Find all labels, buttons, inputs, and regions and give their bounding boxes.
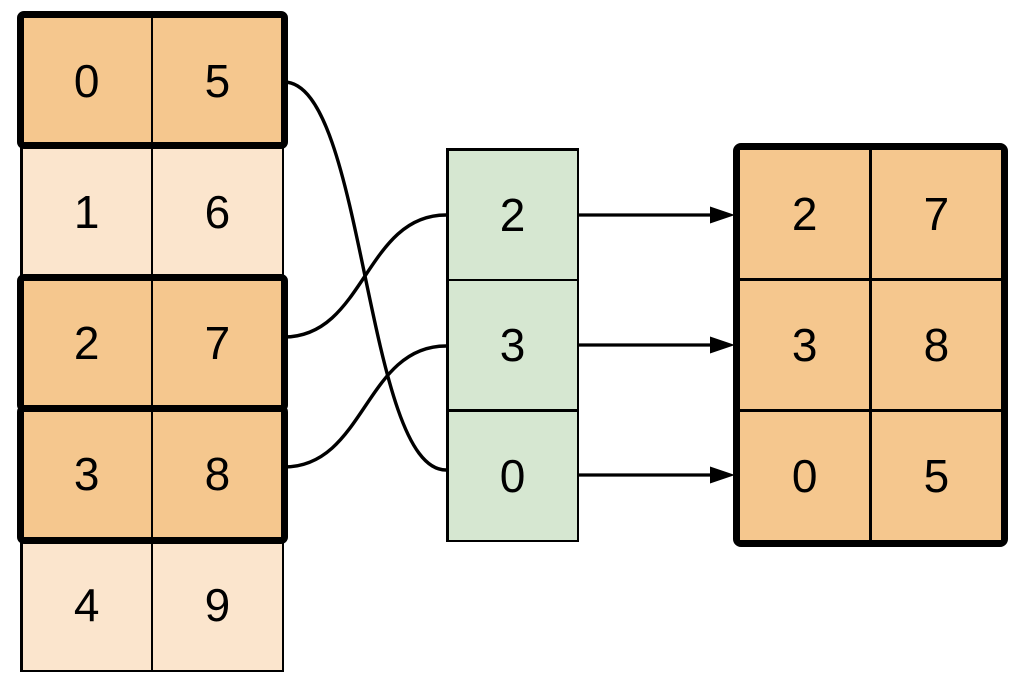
arrowhead-icon xyxy=(710,336,735,354)
source-cell-r1c1: 6 xyxy=(153,147,282,277)
result-cell-r0c1: 7 xyxy=(871,150,1001,279)
arrowhead-icon xyxy=(710,206,735,224)
source-cell-r4c0: 4 xyxy=(22,540,151,670)
result-cell-r1c1: 8 xyxy=(871,280,1001,410)
source-cell-r3c1: 8 xyxy=(153,409,282,539)
arrow-index-2-to-result-row0 xyxy=(579,206,735,224)
source-cell-r1c0: 1 xyxy=(22,147,151,277)
result-cell-r1c0: 3 xyxy=(740,280,870,410)
arrowhead-icon xyxy=(710,466,735,484)
connection-curve-source-row0-to-index-0 xyxy=(282,80,448,472)
source-cell-r0c1: 5 xyxy=(153,16,282,146)
index-array: 2 3 0 xyxy=(446,148,579,542)
arrow-index-3-to-result-row1 xyxy=(579,336,735,354)
index-cell-2: 0 xyxy=(448,411,577,540)
source-cell-r0c0: 0 xyxy=(22,16,151,146)
result-cell-r0c0: 2 xyxy=(740,150,870,279)
source-cell-r2c0: 2 xyxy=(22,278,151,408)
source-cell-r3c0: 3 xyxy=(22,409,151,539)
index-cell-0: 2 xyxy=(448,150,577,279)
source-cell-r2c1: 7 xyxy=(153,278,282,408)
index-cell-1: 3 xyxy=(448,281,577,409)
result-cell-r2c0: 0 xyxy=(740,411,870,540)
result-cell-r2c1: 5 xyxy=(871,411,1001,540)
arrow-index-0-to-result-row2 xyxy=(579,466,735,484)
source-cell-r4c1: 9 xyxy=(153,540,282,670)
connection-curve-source-row3-to-index-3 xyxy=(282,344,448,469)
source-table: 0 5 1 6 2 7 3 8 4 9 xyxy=(20,14,284,672)
connection-curve-source-row2-to-index-2 xyxy=(282,213,448,339)
result-table: 2 7 3 8 0 5 xyxy=(733,143,1008,547)
